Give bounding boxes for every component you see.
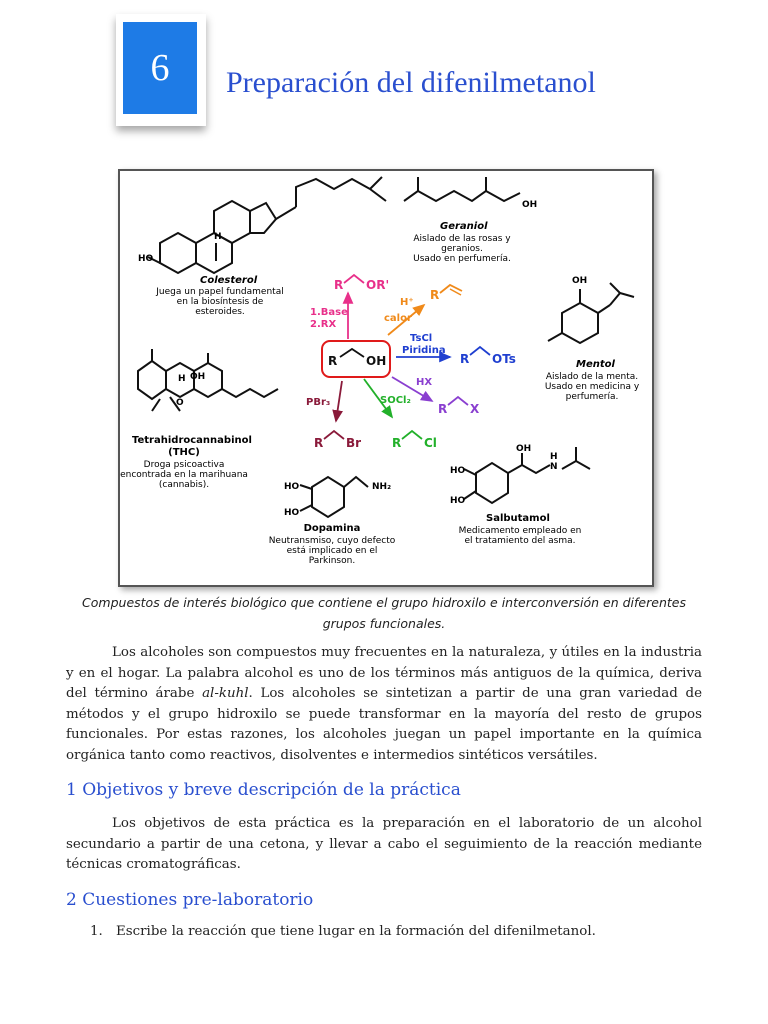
salbutamol-h-label: H [550, 452, 558, 462]
colesterol-desc-2: en la biosíntesis de [177, 297, 264, 307]
chemistry-figure: HO H Colesterol Juega un papel fundament… [120, 176, 640, 566]
salbutamol-desc-2: el tratamiento del asma. [464, 536, 575, 546]
intro-text-1: Los alcoholes son compuestos muy frecuen… [66, 645, 702, 701]
thc-o-label: O [176, 398, 184, 408]
salbutamol-structure [463, 447, 591, 505]
dopamina-desc-2: está implicado en el [287, 546, 378, 556]
ether-r-label: R [334, 278, 343, 292]
intro-text-2: . Los alcoholes se sintetizan a partir d… [66, 686, 703, 763]
dopamina-desc-3: Parkinson. [309, 556, 355, 566]
bromide-r-label: R [314, 436, 323, 450]
salbutamol-oh-label: OH [516, 444, 531, 454]
alkene-chain [439, 283, 463, 294]
intro-paragraph: Los alcoholes son compuestos muy frecuen… [66, 643, 702, 766]
mentol-name: Mentol [576, 359, 616, 370]
section-1-text: Los objetivos de esta práctica es la pre… [66, 816, 702, 872]
thc-oh-label: OH [190, 372, 205, 382]
thc-h-label: H [178, 374, 186, 384]
figure-caption: Compuestos de interés biológico que cont… [82, 595, 686, 631]
alkene-double-bond [449, 288, 462, 296]
salbutamol-n-label: N [550, 462, 558, 472]
chloride-arrow [363, 378, 394, 419]
tosylate-r-label: R [460, 352, 469, 366]
ether-chain [343, 273, 365, 284]
section-1-heading: 1 Objetivos y breve descripción de la pr… [66, 780, 461, 800]
geraniol-desc-2: geranios. [441, 244, 483, 254]
dopamina-nh2-label: NH₂ [372, 482, 391, 492]
salbutamol-name: Salbutamol [486, 513, 550, 524]
alkene-arrow [387, 303, 426, 336]
bromide-arrow [332, 380, 343, 423]
halide-reagent: HX [416, 377, 432, 388]
dopamina-ho-label-1: HO [284, 482, 300, 492]
tosylate-chain [469, 345, 491, 356]
ether-product: OR' [366, 278, 389, 292]
thc-structure [137, 349, 279, 412]
ether-reagent-1: 1.Base [310, 307, 348, 318]
center-oh-label: OH [366, 354, 386, 368]
salbutamol-ho-label-1: HO [450, 466, 466, 476]
dopamina-structure [299, 475, 369, 519]
colesterol-h-label: H [214, 232, 222, 242]
mentol-desc-1: Aislado de la menta. [546, 372, 638, 382]
colesterol-name: Colesterol [200, 275, 258, 286]
colesterol-structure [147, 176, 387, 275]
halide-r-label: R [438, 402, 447, 416]
halide-chain [447, 395, 469, 406]
thc-desc-2: encontrada en la marihuana [120, 470, 248, 480]
alkene-r-label: R [430, 288, 439, 302]
mentol-desc-2: Usado en medicina y [545, 382, 640, 392]
bromide-product: Br [346, 436, 361, 450]
alkene-reagent-2: calor [384, 313, 412, 324]
geraniol-name: Geraniol [440, 221, 488, 232]
dopamina-desc-1: Neutransmiso, cuyo defecto [269, 536, 396, 546]
list-item-text: Escribe la reacción que tiene lugar en l… [116, 924, 596, 939]
geraniol-structure [403, 177, 521, 203]
dopamina-name: Dopamina [304, 523, 361, 534]
colesterol-desc-3: esteroides. [195, 307, 245, 317]
center-chain [339, 347, 365, 358]
alcohol-center-box [321, 340, 391, 378]
chapter-number: 6 [123, 22, 197, 114]
center-r-label: R [328, 354, 337, 368]
geraniol-desc-1: Aislado de las rosas y [413, 234, 511, 244]
thc-name: Tetrahidrocannabinol [132, 435, 252, 446]
salbutamol-desc-1: Medicamento empleado en [459, 526, 582, 536]
salbutamol-ho-label-2: HO [450, 496, 466, 506]
tosylate-product: OTs [492, 352, 516, 366]
colesterol-ho-label: HO [138, 254, 154, 264]
alkene-reagent-1: H⁺ [400, 297, 414, 308]
halide-arrow [391, 376, 434, 402]
page-title: Preparación del difenilmetanol [226, 66, 596, 99]
list-item: 1. Escribe la reacción que tiene lugar en… [90, 924, 596, 939]
geraniol-desc-3: Usado en perfumería. [413, 254, 511, 264]
section-2-heading: 2 Cuestiones pre-laboratorio [66, 890, 314, 910]
thc-desc-3: (cannabis). [159, 480, 209, 490]
bromide-chain [323, 429, 345, 440]
tosylate-reagent-2: Piridina [402, 345, 446, 356]
mentol-desc-3: perfumería. [566, 392, 619, 402]
mentol-oh-label: OH [572, 276, 587, 286]
mentol-structure [547, 282, 635, 345]
list-item-number: 1. [90, 924, 103, 939]
halide-product: X [470, 402, 480, 416]
geraniol-oh-label: OH [522, 200, 537, 210]
chloride-reagent: SOCl₂ [380, 395, 411, 406]
dopamina-ho-label-2: HO [284, 508, 300, 518]
intro-term: al-kuhl [202, 686, 249, 701]
thc-desc-1: Droga psicoactiva [144, 460, 225, 470]
thc-abbr: (THC) [168, 447, 200, 458]
section-1-paragraph: Los objetivos de esta práctica es la pre… [66, 814, 702, 876]
ether-reagent-2: 2.RX [310, 319, 336, 330]
colesterol-desc-1: Juega un papel fundamental [155, 287, 283, 297]
chloride-chain [401, 429, 423, 440]
chloride-product: Cl [424, 436, 437, 450]
chloride-r-label: R [392, 436, 401, 450]
bromide-reagent: PBr₃ [306, 397, 330, 408]
tosylate-reagent-1: TsCl [410, 333, 432, 344]
figure-frame: HO H Colesterol Juega un papel fundament… [118, 169, 654, 587]
